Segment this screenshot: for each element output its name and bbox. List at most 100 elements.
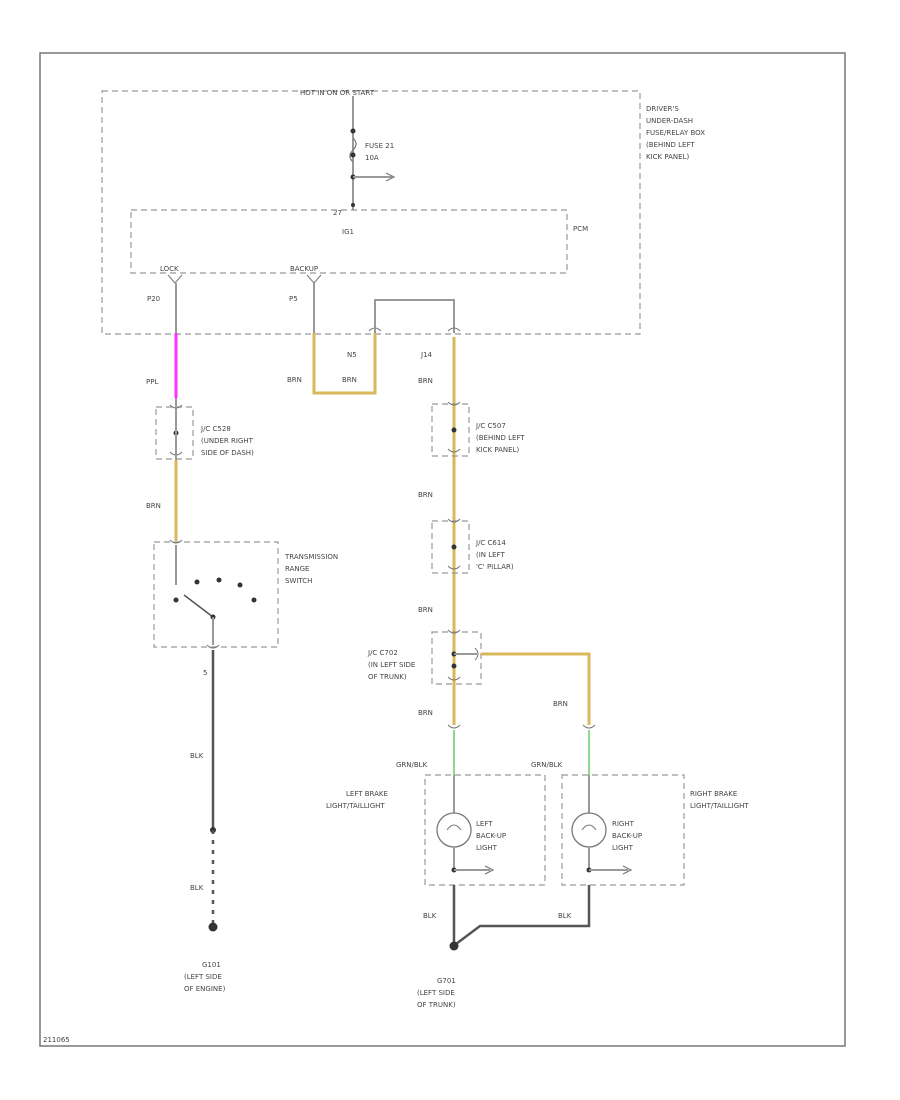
trs-contact-3 [237,582,243,588]
svg-text:LIGHT: LIGHT [612,844,634,852]
svg-text:J/C C507: J/C C507 [475,422,506,430]
wire-brn-right [481,652,591,725]
arrow-right-icon [385,172,396,182]
svg-text:LEFT BRAKE: LEFT BRAKE [346,790,388,798]
grn-blk-label-right: GRN/BLK [531,761,563,769]
left-lamp-assy-label: LEFT BRAKE LIGHT/TAILLIGHT [326,790,388,810]
svg-text:RIGHT BRAKE: RIGHT BRAKE [690,790,737,798]
svg-text:OF ENGINE): OF ENGINE) [184,985,226,993]
svg-text:J/C C614: J/C C614 [475,539,506,547]
trs-contact-2 [216,577,222,583]
pin-p5: P5 [289,295,298,303]
svg-text:TRANSMISSION: TRANSMISSION [284,553,338,561]
jc-c507-label: J/C C507 (BEHIND LEFT KICK PANEL) [475,422,525,454]
brn-label-f: BRN [418,606,433,614]
svg-text:LIGHT/TAILLIGHT: LIGHT/TAILLIGHT [326,802,385,810]
svg-text:LIGHT/TAILLIGHT: LIGHT/TAILLIGHT [690,802,749,810]
svg-text:J/C C528: J/C C528 [200,425,231,433]
grn-blk-label-left: GRN/BLK [396,761,428,769]
trs-contact-4 [251,597,257,603]
jc-c702-label: J/C C702 (IN LEFT SIDE OF TRUNK) [367,649,415,681]
svg-text:(BEHIND LEFT: (BEHIND LEFT [476,434,525,442]
reference-number: 211065 [43,1036,70,1044]
ig1-label: IG1 [342,228,354,236]
brn-label-a: BRN [146,502,161,510]
right-backup-label: RIGHT BACK-UP LIGHT [612,820,642,852]
diagram-frame [39,52,846,1047]
svg-text:UNDER-DASH: UNDER-DASH [646,117,693,125]
fuse-terminal-bottom [350,152,356,158]
svg-text:(IN LEFT: (IN LEFT [476,551,505,559]
jc-c507-conn-bot [447,448,461,453]
svg-text:OF TRUNK): OF TRUNK) [417,1001,456,1009]
g701-label: G701 (LEFT SIDE OF TRUNK) [417,977,456,1009]
svg-text:BACK-UP: BACK-UP [476,832,506,840]
g101-label: G101 (LEFT SIDE OF ENGINE) [184,961,226,993]
pin-27: 27 [333,209,342,217]
jc-c614-conn-top [447,518,461,523]
svg-text:KICK PANEL): KICK PANEL) [476,446,519,454]
right-lamp-conn [582,724,596,729]
blk-label-b: BLK [190,884,204,892]
fuse-amps: 10A [365,154,379,162]
left-brake-light-box [424,774,546,886]
pcm-box [130,209,568,274]
wire-brn-loop [312,333,377,395]
pin-27-dot [351,203,355,207]
ppl-label: PPL [146,378,158,386]
left-filament [446,824,462,831]
fuse-name: FUSE 21 [365,142,394,150]
ground-g101-icon [208,922,218,932]
svg-text:LEFT: LEFT [476,820,493,828]
left-lamp-conn [447,724,461,729]
transmission-range-switch-box [153,541,279,648]
fuse-terminal-top [350,128,356,134]
pin-j14-conn [447,327,461,332]
pin-n5: N5 [347,351,357,359]
trs-label: TRANSMISSION RANGE SWITCH [284,553,338,585]
right-bulb-icon [571,812,607,848]
svg-text:LIGHT: LIGHT [476,844,498,852]
svg-text:DRIVER'S: DRIVER'S [646,105,679,113]
jc-c702-box [431,631,482,685]
pcm-pin-right-icon [306,274,322,284]
brn-label-d: BRN [418,377,433,385]
brn-label-b: BRN [287,376,302,384]
signal-right-label: BACKUP [290,265,318,273]
svg-text:RANGE: RANGE [285,565,309,573]
fuse-relay-box [101,90,641,335]
blk-label-d: BLK [558,912,572,920]
wire-blk-right [455,885,591,945]
brn-label-h: BRN [553,700,568,708]
jc-c702-conn-bot [447,676,461,681]
svg-text:(LEFT SIDE: (LEFT SIDE [417,989,455,997]
trs-conn-bot [206,644,220,649]
svg-text:(UNDER RIGHT: (UNDER RIGHT [201,437,254,445]
trs-conn-top [169,539,183,544]
svg-text:FUSE/RELAY BOX: FUSE/RELAY BOX [646,129,705,137]
jc-c614-dot [451,544,457,550]
fuse-icon [349,137,357,163]
fuse-box-label: DRIVER'S UNDER-DASH FUSE/RELAY BOX (BEHI… [646,105,705,161]
svg-text:(LEFT SIDE: (LEFT SIDE [184,973,222,981]
blk-label-c: BLK [423,912,437,920]
switch-arm-icon [183,594,214,618]
jc-c507-dot [451,427,457,433]
left-bulb-icon [436,812,472,848]
svg-text:(IN LEFT SIDE: (IN LEFT SIDE [368,661,415,669]
svg-text:(BEHIND LEFT: (BEHIND LEFT [646,141,695,149]
svg-text:BACK-UP: BACK-UP [612,832,642,840]
blk-label-a: BLK [190,752,204,760]
pin-5: 5 [203,669,207,677]
brn-label-g: BRN [418,709,433,717]
svg-text:OF TRUNK): OF TRUNK) [368,673,407,681]
ground-g701-icon [449,941,459,951]
jc-c507-conn-top [447,401,461,406]
svg-text:G701: G701 [437,977,456,985]
jc-c507-box [431,403,470,457]
pin-p20: P20 [147,295,160,303]
jc-c614-box [431,520,470,574]
brn-label-e: BRN [418,491,433,499]
svg-text:'C' PILLAR): 'C' PILLAR) [476,563,514,571]
